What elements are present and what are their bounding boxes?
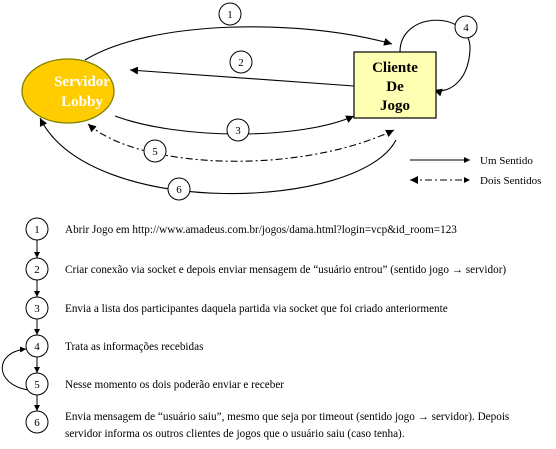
step-1-text: Abrir Jogo em http://www.amadeus.com.br/…: [65, 224, 457, 236]
arrow-number-5-text: 5: [152, 146, 158, 158]
step-loop-5-to-4: [1, 346, 29, 391]
server-lobby-node: [21, 58, 115, 124]
arrow-1-server-to-client: [84, 26, 393, 61]
step-2: 2 Criar conexão via socket e depois envi…: [25, 257, 506, 281]
step-4-text: Trata as informações recebidas: [65, 341, 203, 353]
game-client-node: [353, 51, 437, 119]
client-label-line1: Cliente: [372, 60, 418, 76]
arrow-6-client-to-server: [39, 117, 397, 195]
arrow-number-4: 4: [454, 15, 478, 39]
client-label-line3: Jogo: [380, 98, 410, 114]
step-6-number: 6: [34, 417, 40, 429]
step-1: 1 Abrir Jogo em http://www.amadeus.com.b…: [25, 217, 457, 241]
step-3: 3 Envia a lista dos participantes daquel…: [25, 296, 448, 320]
step-5-number: 5: [34, 379, 40, 391]
step-6-text-line1: Envia mensagem de “usuário saiu”, mesmo …: [65, 411, 509, 423]
step-2-text: Criar conexão via socket e depois enviar…: [65, 264, 506, 276]
legend-one-way-label: Um Sentido: [480, 155, 533, 167]
server-label-line2: Lobby: [61, 94, 103, 110]
arrow-number-6-text: 6: [176, 184, 182, 196]
step-5: 5 Nesse momento os dois poderão enviar e…: [25, 372, 284, 396]
arrow-number-1: 1: [218, 2, 242, 26]
step-3-text: Envia a lista dos participantes daquela …: [65, 303, 448, 315]
server-label-line1: Servidor: [54, 74, 110, 90]
arrow-4-self-loop: [399, 19, 471, 97]
step-4: 4 Trata as informações recebidas: [25, 334, 203, 358]
step-6: 6 Envia mensagem de “usuário saiu”, mesm…: [25, 410, 509, 440]
step-connectors: [1, 240, 40, 411]
step-2-number: 2: [34, 264, 40, 276]
client-label-line2: De: [386, 79, 404, 95]
step-6-text-line2: servidor informa os outros clientes de j…: [65, 428, 405, 440]
arrow-5-two-way: [87, 123, 395, 162]
arrow-number-3-text: 3: [235, 125, 241, 137]
arrow-number-2-text: 2: [238, 57, 244, 69]
step-4-number: 4: [34, 341, 40, 353]
arrow-2-client-to-server: [129, 66, 355, 87]
arrow-number-2: 2: [229, 50, 253, 74]
arrow-number-3: 3: [226, 118, 250, 142]
legend-two-way-label: Dois Sentidos: [480, 175, 541, 187]
arrow-number-5: 5: [143, 139, 167, 163]
arrow-number-6: 6: [167, 177, 191, 201]
arrow-number-4-text: 4: [463, 22, 469, 34]
step-1-number: 1: [34, 224, 40, 236]
step-5-text: Nesse momento os dois poderão enviar e r…: [65, 379, 284, 391]
arrow-number-1-text: 1: [227, 9, 233, 21]
step-list: 1 Abrir Jogo em http://www.amadeus.com.b…: [25, 217, 509, 440]
legend: Um Sentido Dois Sentidos: [410, 155, 541, 187]
step-3-number: 3: [34, 303, 40, 315]
